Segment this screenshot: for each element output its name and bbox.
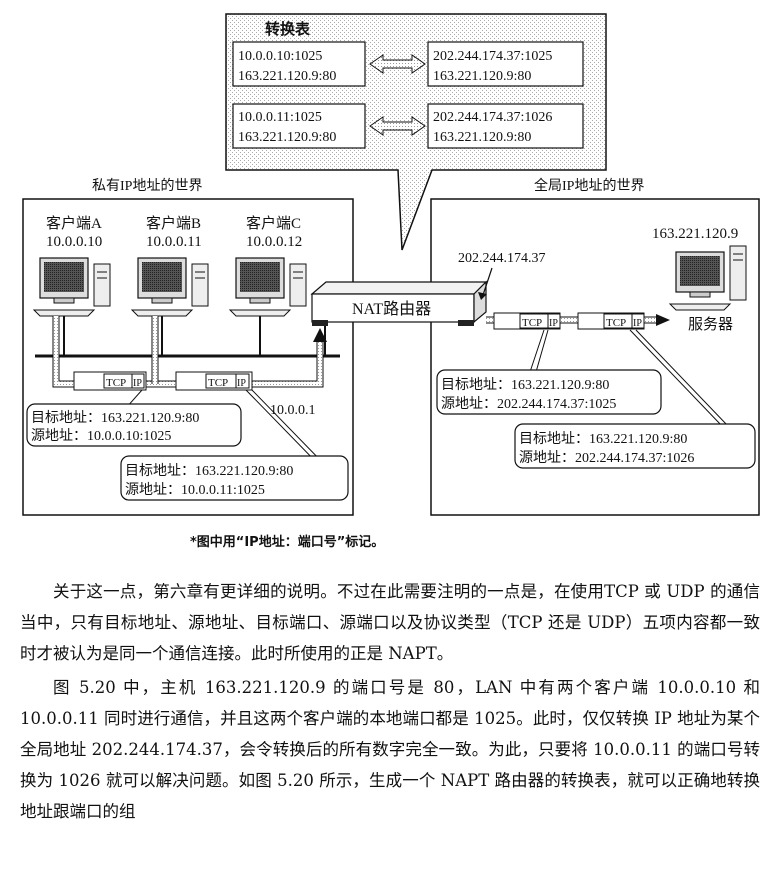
address-callout-2: 目标地址：163.221.120.9:80 源地址：10.0.0.11:1025: [120, 455, 349, 501]
private-entry-2b: 163.221.120.9:80: [238, 130, 336, 145]
ip-tag: IP: [549, 318, 558, 329]
global-entry-1a: 202.244.174.37:1025: [433, 49, 552, 64]
arrow-up-icon: [313, 328, 327, 342]
client-c-name: 客户端C: [246, 215, 301, 232]
paragraph: 图 5.20 中，主机 163.221.120.9 的端口号是 80，LAN 中…: [20, 678, 760, 821]
client-b-name: 客户端B: [146, 215, 201, 232]
callout-src: 源地址：10.0.0.11:1025: [125, 482, 265, 498]
arrow-right-icon: [656, 314, 670, 326]
packet: TCP IP: [493, 312, 561, 330]
callout-dst: 目标地址：163.221.120.9:80: [519, 431, 687, 447]
tcp-tag: TCP: [606, 317, 626, 329]
tcp-tag: TCP: [106, 377, 126, 389]
callout-src: 源地址：202.244.174.37:1026: [519, 450, 694, 466]
callout-src: 源地址：10.0.0.10:1025: [31, 428, 171, 444]
figure-footnote: *图中用“IP地址：端口号”标记。: [190, 534, 384, 550]
client-a: 客户端A 10.0.0.10: [46, 215, 102, 250]
nat-router: NAT路由器: [310, 280, 488, 326]
napt-diagram: 转换表 10.0.0.10:1025 163.221.120.9:80 202.…: [22, 13, 760, 550]
table-row-2: 10.0.0.11:1025 163.221.120.9:80 202.244.…: [232, 103, 584, 149]
pointer-arrow-icon: [481, 267, 493, 299]
router-label: NAT路由器: [352, 300, 431, 318]
ip-tag: IP: [237, 378, 246, 389]
client-b: 客户端B 10.0.0.11: [146, 215, 202, 250]
address-callout-1: 目标地址：163.221.120.9:80 源地址：10.0.0.10:1025: [26, 403, 242, 447]
double-arrow-icon: [369, 54, 426, 74]
callout-src: 源地址：202.244.174.37:1025: [441, 396, 616, 412]
ip-tag: IP: [633, 318, 642, 329]
client-a-name: 客户端A: [46, 215, 102, 232]
packet: TCP IP: [73, 371, 147, 391]
callout-dst: 目标地址：163.221.120.9:80: [31, 410, 199, 426]
packet: TCP IP: [577, 312, 645, 330]
server-label: 服务器: [688, 316, 733, 333]
server-ip: 163.221.120.9: [652, 226, 738, 242]
computer-icon: [32, 257, 111, 317]
address-callout-3: 目标地址：163.221.120.9:80 源地址：202.244.174.37…: [436, 369, 662, 415]
router-global-ip: 202.244.174.37: [458, 251, 546, 266]
ip-tag: IP: [133, 378, 142, 389]
client-c: 客户端C 10.0.0.12: [246, 215, 302, 250]
computer-icon: [130, 257, 209, 317]
table-row-1: 10.0.0.10:1025 163.221.120.9:80 202.244.…: [232, 41, 584, 87]
private-entry-1b: 163.221.120.9:80: [238, 69, 336, 84]
tcp-tag: TCP: [522, 317, 542, 329]
global-world-label: 全局IP地址的世界: [534, 177, 644, 194]
router-private-ip: 10.0.0.1: [270, 403, 316, 418]
private-entry-1a: 10.0.0.10:1025: [238, 49, 322, 64]
computer-icon: [228, 257, 307, 317]
global-entry-1b: 163.221.120.9:80: [433, 69, 531, 84]
paragraph: 关于这一点，第六章有更详细的说明。不过在此需要注明的一点是，在使用TCP 或 U…: [20, 582, 760, 663]
client-c-ip: 10.0.0.12: [246, 234, 302, 250]
global-entry-2b: 163.221.120.9:80: [433, 130, 531, 145]
body-text: 关于这一点，第六章有更详细的说明。不过在此需要注明的一点是，在使用TCP 或 U…: [20, 576, 760, 827]
private-entry-2a: 10.0.0.11:1025: [238, 110, 322, 125]
callout-dst: 目标地址：163.221.120.9:80: [441, 377, 609, 393]
address-callout-4: 目标地址：163.221.120.9:80 源地址：202.244.174.37…: [514, 423, 756, 469]
private-world-label: 私有IP地址的世界: [92, 178, 202, 194]
global-entry-2a: 202.244.174.37:1026: [433, 110, 552, 125]
packet: TCP IP: [175, 371, 253, 391]
server-icon: [668, 245, 747, 311]
tcp-tag: TCP: [208, 377, 228, 389]
client-a-ip: 10.0.0.10: [46, 234, 102, 250]
double-arrow-icon: [369, 116, 426, 136]
conversion-table: 转换表 10.0.0.10:1025 163.221.120.9:80 202.…: [225, 13, 607, 251]
table-title: 转换表: [265, 20, 311, 38]
callout-dst: 目标地址：163.221.120.9:80: [125, 463, 293, 479]
client-b-ip: 10.0.0.11: [146, 234, 202, 250]
